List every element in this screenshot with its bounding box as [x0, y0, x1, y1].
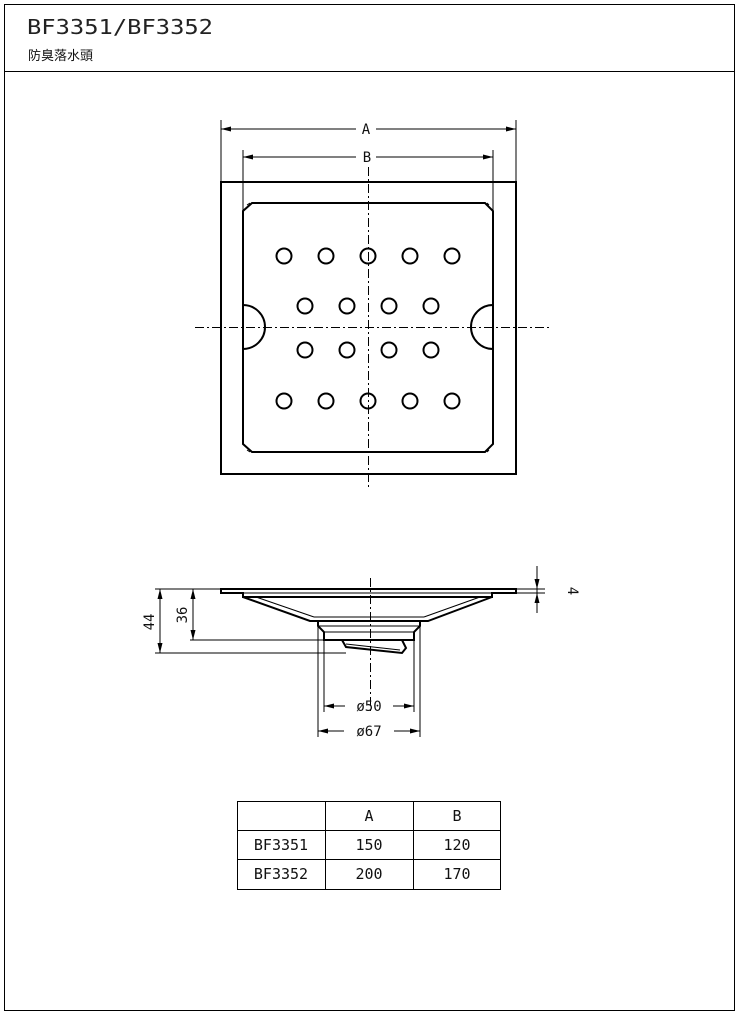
dimension-a: A — [220, 120, 517, 181]
dimension-dia-50: ø50 — [323, 640, 415, 715]
dimension-4: 4 — [516, 566, 580, 613]
dim-label-dia-67: ø67 — [356, 724, 381, 740]
dim-label-44: 44 — [142, 614, 158, 631]
table-header-b: B — [452, 807, 461, 825]
product-name: 防臭落水頭 — [28, 48, 93, 64]
trap-body — [242, 596, 493, 622]
grate-plate — [242, 202, 494, 453]
model-title: BF3351/BF3352 — [27, 15, 213, 39]
top-view: A B — [195, 120, 552, 490]
table-cell-b: 120 — [443, 836, 470, 854]
dim-label-b: B — [363, 150, 371, 166]
dim-label-36: 36 — [175, 607, 191, 624]
size-table: A B BF3351 150 120 BF3352 200 170 — [237, 801, 501, 890]
table-cell-model: BF3351 — [254, 836, 308, 854]
dimension-44: 44 — [142, 588, 346, 654]
dim-label-4: 4 — [564, 587, 580, 595]
side-view: 44 36 4 ø50 — [142, 566, 580, 740]
dim-label-dia-50: ø50 — [356, 699, 381, 715]
table-header-a: A — [364, 807, 373, 825]
table-cell-model: BF3352 — [254, 865, 308, 883]
dim-label-a: A — [362, 122, 371, 138]
outlet — [317, 621, 421, 641]
trap-flap — [341, 639, 408, 655]
table-cell-a: 150 — [355, 836, 382, 854]
table-cell-a: 200 — [355, 865, 382, 883]
sheet-border — [4, 4, 735, 1011]
dimension-dia-67: ø67 — [317, 621, 421, 740]
table-cell-b: 170 — [443, 865, 470, 883]
dimension-36: 36 — [175, 589, 324, 641]
